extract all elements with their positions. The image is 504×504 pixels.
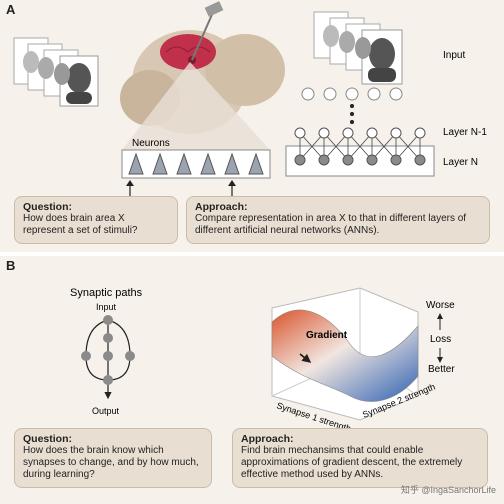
layer-n-node [366, 154, 378, 166]
neuron-cell [248, 152, 264, 175]
panel-a-label: A [6, 2, 16, 17]
ann-layer-n [294, 154, 426, 166]
synaptic-output-label: Output [92, 406, 120, 416]
layer-n1-node [342, 127, 354, 139]
layer-n1-node [366, 127, 378, 139]
ann-edge [299, 132, 325, 161]
ann-edge [323, 132, 349, 161]
panel-b-label: B [6, 258, 16, 273]
question-b-text: How does the brain know which synapses t… [23, 445, 199, 480]
ann-edge [371, 132, 397, 161]
input-label: Input [443, 50, 465, 61]
approach-b-title: Approach: [241, 433, 294, 445]
input-node [367, 87, 381, 101]
layer-n1-node [318, 127, 330, 139]
approach-a-title: Approach: [195, 201, 248, 213]
input-node [301, 87, 315, 101]
approach-a-text: Compare representation in area X to that… [195, 213, 467, 236]
layer-n1-label: Layer N-1 [443, 127, 487, 138]
ellipsis-dots [350, 104, 354, 124]
neurons-label: Neurons [132, 138, 170, 149]
layer-n-node [414, 154, 426, 166]
question-box-a: Question: How does brain area X represen… [14, 196, 178, 244]
input-node [345, 87, 359, 101]
neuron-cell [224, 152, 240, 175]
neurons-box [121, 149, 271, 179]
face-stimuli-stack-left [13, 37, 99, 107]
synaptic-input-label: Input [96, 302, 117, 312]
layer-n-box [285, 145, 435, 177]
panel-divider [0, 252, 504, 256]
ann-connections [299, 132, 421, 161]
approach-box-b: Approach: Find brain mechansims that cou… [232, 428, 488, 488]
ann-edge [347, 132, 373, 161]
panel-a: A [0, 0, 504, 252]
ann-layer-n-minus-1 [294, 127, 426, 139]
loss-label: Loss [430, 334, 451, 345]
neuron-cell [152, 152, 168, 175]
ann-edge [395, 132, 421, 161]
neuron-cells [128, 152, 264, 175]
electrode-icon [191, 1, 224, 61]
question-b-title: Question: [23, 433, 72, 445]
gradient-label: Gradient [306, 330, 348, 341]
layer-n1-node [294, 127, 306, 139]
layer-n1-node [390, 127, 402, 139]
neuron-cell [128, 152, 144, 175]
ann-input-layer [301, 87, 403, 101]
face-stimuli-stack-right [313, 11, 403, 85]
question-a-text: How does brain area X represent a set of… [23, 213, 138, 236]
approach-b-text: Find brain mechansims that could enable … [241, 445, 463, 480]
neuron-cell [176, 152, 192, 175]
panel-a-illustration: Input Layer N-1 Layer N Neurons [13, 1, 487, 196]
question-a-title: Question: [23, 201, 72, 213]
synaptic-graph [81, 315, 135, 398]
arrow-up-icon [126, 180, 236, 196]
layer-n-node [390, 154, 402, 166]
layer-n1-node [414, 127, 426, 139]
loss-surface-plot: Gradient [271, 287, 419, 421]
better-label: Better [428, 364, 455, 375]
input-node [389, 87, 403, 101]
watermark: 知乎 @IngaSanchorLife [400, 485, 496, 495]
layer-n-node [294, 154, 306, 166]
neuron-cell [200, 152, 216, 175]
question-box-b: Question: How does the brain know which … [14, 428, 212, 488]
approach-box-a: Approach: Compare representation in area… [186, 196, 490, 244]
layer-n-node [318, 154, 330, 166]
synaptic-paths-title: Synaptic paths [70, 287, 143, 299]
layer-n-node [342, 154, 354, 166]
panel-b: B Synaptic paths Input Output [0, 256, 504, 504]
worse-label: Worse [426, 300, 455, 311]
gradient-arrow-icon [299, 353, 312, 363]
input-node [323, 87, 337, 101]
layer-n-label: Layer N [443, 157, 478, 168]
